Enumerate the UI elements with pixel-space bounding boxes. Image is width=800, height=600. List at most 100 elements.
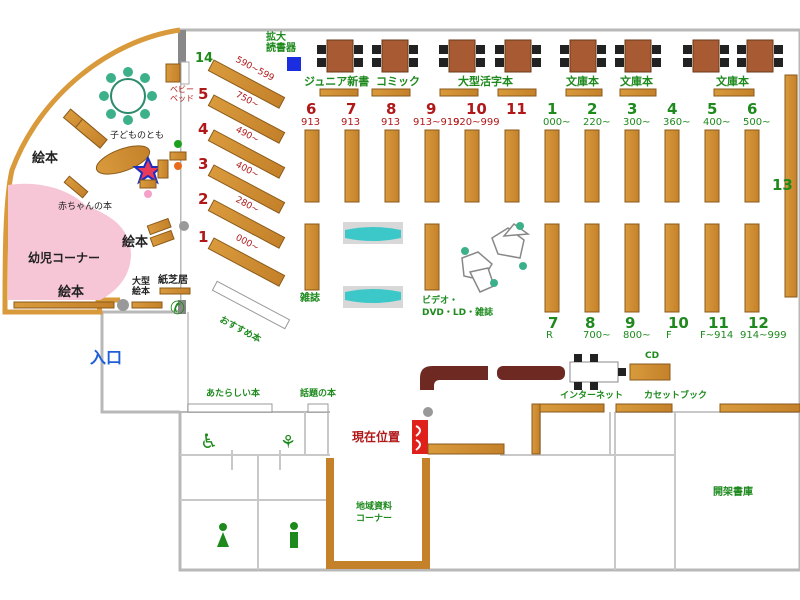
large-print-reader (287, 57, 301, 71)
diagonal-shelf-number: 3 (198, 155, 209, 173)
toddler-corner-label: 幼児コーナー (28, 251, 101, 265)
green-shelf-range: 220~ (583, 117, 611, 128)
topical-books-shelf (307, 403, 329, 413)
sign-bar (439, 88, 479, 97)
cd-shelf (629, 363, 671, 381)
red-shelf (344, 129, 360, 203)
red-shelf-range: 920~999 (453, 117, 500, 128)
diagonal-shelf-number: 14 (195, 51, 214, 66)
red-shelf-range: 913 (381, 117, 401, 128)
red-shelf-range: 913 (301, 117, 321, 128)
bottom-shelf-range: R (546, 330, 553, 341)
green-shelf (544, 129, 560, 203)
bottom-shelf-range: 700~ (583, 330, 611, 341)
phone-icon: ✆ (170, 298, 185, 319)
sign-bar (619, 88, 657, 97)
green-shelf-range: 000~ (543, 117, 571, 128)
top-sign-label: 文庫本 (566, 75, 599, 88)
children-area: ✆ (2, 27, 191, 319)
diagonal-shelf-number: 2 (198, 190, 209, 208)
red-shelf-number: 11 (506, 100, 527, 118)
baby-books-label: 赤ちゃんの本 (58, 202, 113, 212)
counter-left (420, 366, 488, 390)
diagonal-shelf (207, 129, 286, 179)
red-shelf (424, 129, 440, 203)
magazines-label: 雑誌 (300, 293, 320, 304)
womens-restroom-icon (217, 523, 229, 547)
reading-table (692, 39, 720, 73)
red-shelf (384, 129, 400, 203)
diagonal-shelf-number: 5 (198, 85, 209, 103)
closed-stacks-label: 開架書庫 (713, 487, 753, 498)
kamishibai-label: 紙芝居 (158, 275, 188, 286)
vertical-shelves (304, 74, 798, 313)
bottom-shelf (584, 223, 600, 313)
picture-books-label-2: 絵本 (122, 235, 149, 250)
top-sign-label: 文庫本 (716, 75, 749, 88)
green-shelf-range: 360~ (663, 117, 691, 128)
bottom-shelf (704, 223, 720, 313)
bottom-shelf-number: 9 (625, 314, 636, 332)
sign-bar (565, 88, 603, 97)
av-label: ビデオ・ DVD・LD・雑誌 (422, 296, 494, 318)
reading-table (448, 39, 476, 73)
topical-books-label: 話題の本 (300, 389, 337, 399)
bottom-shelf-number: 11 (708, 314, 729, 332)
reading-table (381, 39, 409, 73)
new-books-shelf (187, 403, 273, 413)
diagonal-shelf-number: 4 (198, 120, 209, 138)
counter-right (497, 366, 565, 380)
picture-books-label-1: 絵本 (32, 151, 59, 166)
red-shelf (504, 129, 520, 203)
shelf-13-label: 13 (772, 176, 793, 194)
baby-bed-label: ベビー ベッド (170, 85, 194, 103)
top-sign-label: ジュニア新書 (304, 75, 370, 88)
green-shelf-number: 3 (627, 100, 638, 118)
green-shelf-number: 1 (547, 100, 558, 118)
reading-tables (317, 39, 783, 73)
red-shelf-number: 9 (426, 100, 437, 118)
wheelchair-icon: ♿ (200, 429, 218, 453)
internet-label: インターネット (560, 391, 624, 401)
benches (343, 222, 403, 308)
cd-label: CD (645, 351, 660, 361)
red-shelf (464, 129, 480, 203)
diagonal-shelf (207, 237, 286, 287)
red-shelf-range: 913 (341, 117, 361, 128)
baby-care-icon: ⚘ (280, 432, 296, 453)
green-shelf-range: 500~ (743, 117, 771, 128)
picture-books-label-3: 絵本 (58, 285, 85, 300)
bottom-shelf-number: 8 (585, 314, 596, 332)
diagonal-shelf (207, 199, 286, 249)
internet-terminals (569, 361, 619, 383)
green-shelf (584, 129, 600, 203)
green-shelf (744, 129, 760, 203)
magazine-shelf (304, 223, 320, 291)
diagonal-shelf-number: 1 (198, 228, 209, 246)
green-shelf-range: 400~ (703, 117, 731, 128)
bottom-shelf-number: 7 (548, 314, 559, 332)
top-sign-label: 文庫本 (620, 75, 653, 88)
diagonal-shelf (207, 94, 286, 144)
local-materials-shelves (326, 458, 430, 569)
red-shelf-number: 7 (346, 100, 357, 118)
mens-restroom-icon (290, 522, 298, 548)
bottom-shelf-range: F~914 (700, 330, 734, 341)
green-shelf-number: 4 (667, 100, 678, 118)
local-materials-label: 地域資料 コーナー (356, 502, 393, 524)
large-print-reader-label: 拡大 読書器 (266, 32, 296, 54)
new-books-label: あたらしい本 (206, 389, 261, 399)
round-table (110, 78, 146, 114)
green-shelf-number: 5 (707, 100, 718, 118)
bottom-shelf (744, 223, 760, 313)
big-picture-books-label: 大型 絵本 (132, 277, 151, 297)
red-shelf-number: 6 (306, 100, 317, 118)
green-shelf-range: 300~ (623, 117, 651, 128)
baby-bed (165, 63, 181, 83)
red-shelf-range: 913~919 (413, 117, 460, 128)
cassette-label: カセットブック (644, 391, 708, 401)
entrance-label: 入口 (90, 348, 123, 367)
reading-table (569, 39, 597, 73)
reading-table (746, 39, 774, 73)
